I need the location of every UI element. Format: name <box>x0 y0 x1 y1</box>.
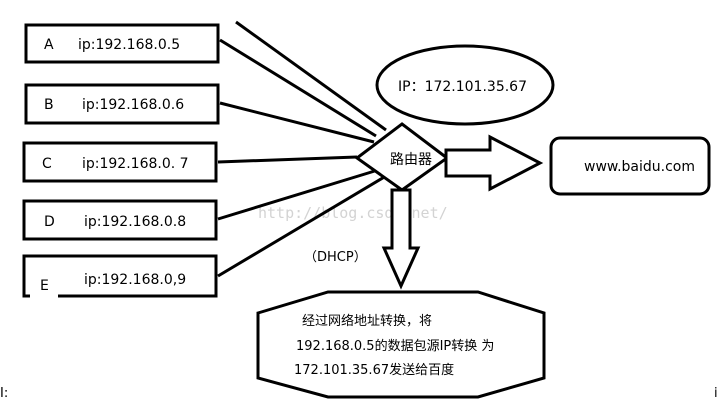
connector-d <box>217 168 379 221</box>
public-ip-label: IP：172.101.35.67 <box>398 79 527 95</box>
host-ip: ip:192.168.0.5 <box>78 37 180 53</box>
connector-b <box>219 101 375 144</box>
host-ip: ip:192.168.0.6 <box>82 97 184 113</box>
host-box-a: A ip:192.168.0.5 <box>24 23 220 64</box>
connector-a-lower <box>219 38 377 138</box>
host-box-e: E ip:192.168.0,9 <box>22 254 218 298</box>
router-label: 路由器 <box>390 152 432 168</box>
destination-label: www.baidu.com <box>584 159 695 175</box>
host-ip: ip:192.168.0,9 <box>84 272 186 288</box>
note-line-2: 192.168.0.5的数据包源IP转换 为 <box>296 338 494 354</box>
connector-c <box>217 155 358 164</box>
arrow-down <box>381 188 421 290</box>
host-box-b: B ip:192.168.0.6 <box>24 83 220 125</box>
right-edge-fragment: i <box>714 386 718 400</box>
connector-a-upper <box>235 20 387 132</box>
host-letter: C <box>42 156 52 172</box>
public-ip-ellipse: IP：172.101.35.67 <box>375 44 555 126</box>
connector-e <box>217 174 387 278</box>
host-letter: D <box>44 214 55 230</box>
left-edge-fragment: I: <box>0 386 8 400</box>
host-box-d: D ip:192.168.0.8 <box>22 199 218 241</box>
host-box-c: C ip:192.168.0. 7 <box>22 141 218 183</box>
dhcp-label: （DHCP） <box>304 250 367 265</box>
note-hexagon: 经过网络地址转换，将 192.168.0.5的数据包源IP转换 为 172.10… <box>256 290 546 399</box>
arrow-to-destination <box>444 134 544 192</box>
destination-box: www.baidu.com <box>549 136 711 196</box>
host-ip: ip:192.168.0. 7 <box>82 156 189 172</box>
host-ip: ip:192.168.0.8 <box>84 214 186 230</box>
note-line-1: 经过网络地址转换，将 <box>302 313 432 329</box>
note-line-3: 172.101.35.67发送给百度 <box>294 362 454 378</box>
host-letter: B <box>44 97 54 113</box>
host-letter: A <box>44 37 54 53</box>
host-connectors <box>217 20 387 278</box>
host-letter: E <box>40 278 49 294</box>
watermark-text: http://blog.csdn.net/ <box>258 204 448 222</box>
